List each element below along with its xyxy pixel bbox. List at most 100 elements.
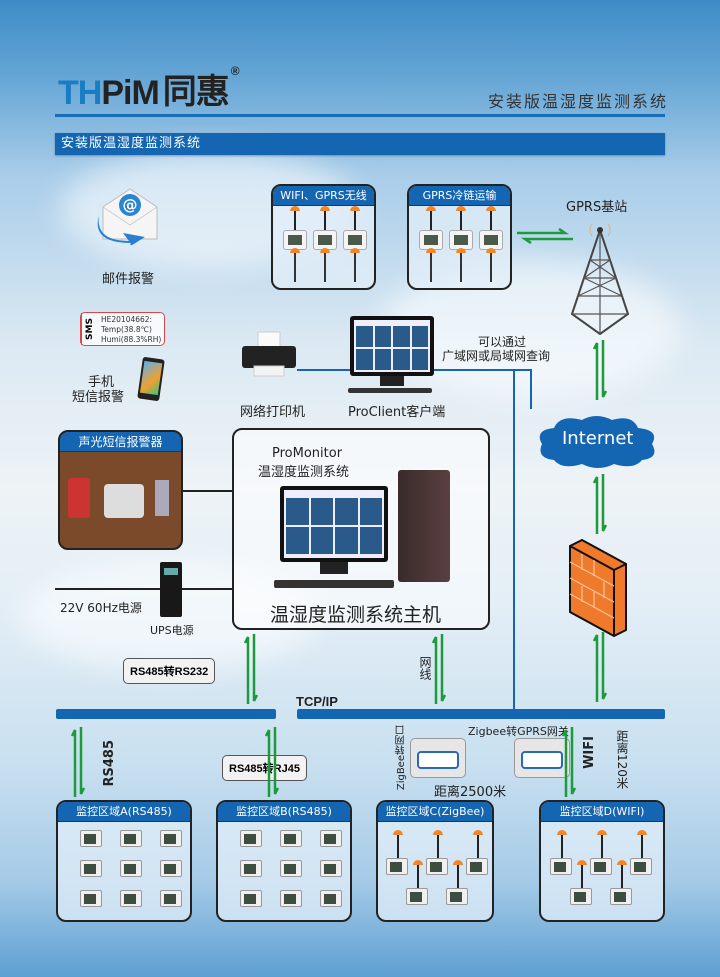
host-keyboard-icon — [274, 580, 394, 588]
host-tcp-bus-arrow — [432, 634, 446, 704]
sensor-panel — [386, 858, 408, 875]
wireless-sensor — [343, 230, 367, 250]
gprs-station-label: GPRS基站 — [566, 200, 628, 215]
sensor-antenna — [486, 206, 496, 232]
sensor-antenna — [577, 860, 587, 888]
host-system-box: ProMonitor 温湿度监测系统 温湿度监测系统主机 — [232, 428, 490, 630]
sensor-antenna — [557, 830, 567, 858]
alarm-controller-icon — [104, 484, 144, 518]
host-label: 温湿度监测系统主机 — [270, 604, 442, 626]
monitor-screen — [354, 320, 430, 372]
sensor-antenna — [393, 830, 403, 858]
host-monitor-screen — [284, 490, 384, 558]
zone-title: 监控区域A(RS485) — [58, 802, 190, 822]
mobile-phone-icon — [137, 356, 165, 402]
monitor-stand — [380, 376, 404, 386]
cable-label: 网线 — [418, 656, 432, 680]
rs485-rj45-label: RS485转RJ45 — [222, 755, 307, 781]
sensor-probe — [486, 248, 496, 282]
tcpip-bus — [297, 709, 665, 719]
sensor-probe — [426, 248, 436, 282]
sensor-panel — [466, 858, 488, 875]
sensor-panel — [590, 858, 612, 875]
host-monitor — [280, 486, 388, 562]
wireless-sensor — [449, 230, 473, 250]
zone-title: 监控区域B(RS485) — [218, 802, 350, 822]
header-divider — [55, 114, 665, 117]
sensor-antenna — [426, 206, 436, 232]
sensor-antenna — [597, 830, 607, 858]
sms-line: Humi(88.3%RH) — [101, 335, 162, 344]
sensor-panel — [80, 830, 102, 847]
firewall-icon — [569, 538, 627, 638]
sensor-probe — [320, 248, 330, 282]
cold-chain-title: GPRS冷链运输 — [409, 186, 510, 206]
rs485-label: RS485 — [102, 740, 117, 787]
sensor-panel — [280, 890, 302, 907]
internet-label: Internet — [562, 428, 634, 449]
alarm-box-title: 声光短信报警器 — [60, 432, 181, 452]
zigbee-eth-label: ZigBee转网口 — [396, 725, 407, 791]
sensor-probe — [350, 248, 360, 282]
rs485-bus — [56, 709, 276, 719]
logo-pim: PiM — [101, 74, 159, 112]
host-rs485-bus-arrow — [244, 634, 258, 704]
wan-note-1: 可以通过 — [478, 335, 527, 349]
wifi-distance-label: 距离120米 — [615, 730, 629, 789]
phone-label-2: 短信报警 — [72, 390, 125, 405]
sensor-panel — [610, 888, 632, 905]
sensor-antenna — [456, 206, 466, 232]
sensor-probe — [290, 248, 300, 282]
wifi-label: WIFI — [582, 736, 597, 769]
sensor-panel — [80, 860, 102, 877]
tcpip-label: TCP/IP — [296, 694, 338, 709]
sensor-panel — [280, 860, 302, 877]
zigbee-eth-gateway — [410, 738, 466, 778]
sensor-panel — [240, 830, 262, 847]
sms-tag: SMS — [81, 313, 97, 345]
printer-label: 网络打印机 — [240, 405, 306, 420]
wan-note-2: 广域网或局域网查询 — [442, 349, 551, 363]
zone-title: 监控区域D(WIFI) — [541, 802, 663, 822]
rs485-zone-a-arrow — [71, 727, 85, 797]
sms-bubble: SMS HE20104662: Temp(38.8℃) Humi(88.3%RH… — [80, 312, 165, 346]
sensor-panel — [240, 860, 262, 877]
wireless-sensor — [313, 230, 337, 250]
sensor-panel — [120, 860, 142, 877]
registered-mark: ® — [230, 64, 240, 78]
sensor-antenna — [350, 206, 360, 232]
software-desc: 温湿度监测系统 — [258, 465, 350, 480]
sms-line: HE20104662: — [101, 315, 153, 324]
sensor-antenna — [320, 206, 330, 232]
rj45-zone-b-arrow — [265, 727, 279, 797]
sensor-panel — [426, 858, 448, 875]
wifi-zone-d-arrow — [562, 727, 576, 797]
zigbee-gprs-label: Zigbee转GPRS网关 — [468, 725, 569, 738]
sensor-panel — [160, 890, 182, 907]
sensor-panel — [120, 830, 142, 847]
power-label: 22V 60Hz电源 — [60, 601, 142, 615]
sensor-antenna — [473, 830, 483, 858]
gsm-modem-icon — [155, 480, 169, 516]
internet-tower-arrow — [593, 340, 607, 400]
sensor-antenna — [290, 206, 300, 232]
sensor-antenna — [433, 830, 443, 858]
sensor-panel — [280, 830, 302, 847]
sensor-antenna — [453, 860, 463, 888]
zone-title: 监控区域C(ZigBee) — [378, 802, 492, 822]
software-name: ProMonitor — [272, 446, 343, 461]
sensor-panel — [240, 890, 262, 907]
sound-light-alarm-box: 声光短信报警器 — [58, 430, 183, 550]
printer-client-link — [297, 369, 350, 371]
proclient-label: ProClient客户端 — [348, 405, 446, 420]
sensor-panel — [160, 860, 182, 877]
sensor-panel — [570, 888, 592, 905]
network-printer-icon — [242, 331, 296, 377]
section-banner: 安装版温湿度监测系统 — [55, 133, 665, 155]
sensor-panel — [160, 830, 182, 847]
wifi-gprs-title: WIFI、GPRS无线 — [273, 186, 374, 206]
page-subtitle: 安装版温湿度监测系统 — [487, 92, 668, 111]
sensor-panel — [80, 890, 102, 907]
sensor-panel — [120, 890, 142, 907]
sensor-antenna — [617, 860, 627, 888]
